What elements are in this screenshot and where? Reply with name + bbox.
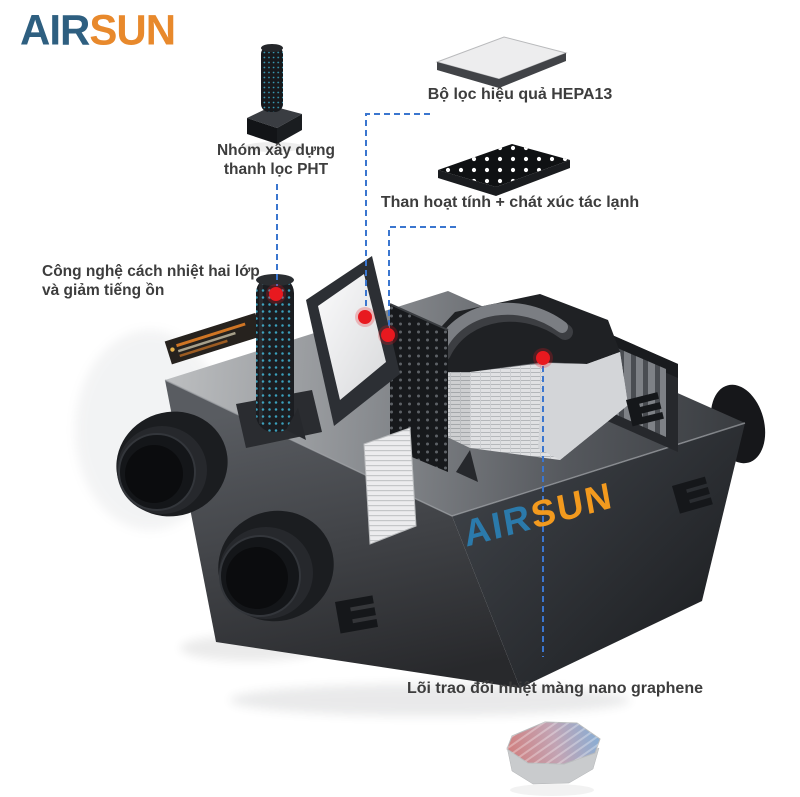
fan-housing: [415, 294, 620, 372]
callout-line-hepa: [365, 113, 430, 309]
label-activated-carbon: Than hoạt tính + chát xúc tác lạnh: [380, 194, 640, 211]
brand-logo-sun: SUN: [89, 5, 176, 54]
label-pht-line1: Nhóm xây dựng: [216, 142, 335, 159]
filter-grille-compartment: [596, 328, 678, 452]
deck-fin: [456, 450, 478, 482]
callout-lines: [276, 113, 544, 657]
mounting-brackets: [286, 392, 713, 634]
fine-filter-panel: [363, 427, 417, 545]
marker-dot-core: [533, 348, 553, 368]
heat-exchanger-block: [415, 352, 628, 460]
callout-line-carbon: [388, 226, 456, 327]
label-insulation: Công nghệ cách nhiệt hai lớp và giảm tiến…: [42, 262, 292, 301]
brand-logo-air: AIR: [20, 5, 90, 54]
label-hepa-filter: Bộ lọc hiệu quả HEPA13: [427, 86, 613, 103]
duct-spigot-lower: [218, 510, 334, 622]
label-insulation-line2: và giảm tiếng ồn: [42, 282, 165, 300]
label-heat-exchanger-core: Lõi trao đổi nhiệt màng nano graphene: [406, 680, 703, 697]
label-insulation-line1: Công nghệ cách nhiệt hai lớp: [42, 263, 260, 280]
deck-fin: [286, 408, 306, 440]
hepa-filter-panel: [306, 256, 400, 426]
label-pht-module: Nhóm xây dựng thanh lọc PHT: [186, 141, 366, 180]
brand-logo: AIRSUN: [20, 5, 176, 55]
marker-dot-carbon: [378, 325, 398, 345]
pht-tower: [256, 274, 294, 432]
heat-exchanger-core-icon: [506, 721, 601, 796]
label-pht-line2: thanh lọc PHT: [223, 161, 329, 179]
duct-spigot-upper: [116, 411, 228, 517]
marker-dot-pht: [266, 284, 286, 304]
activated-carbon-panel-icon: [438, 144, 570, 196]
unit-right-face: [452, 423, 745, 688]
nameplate-sticker: [164, 312, 263, 365]
pht-purifier-tower-icon: [244, 44, 304, 152]
marker-dot-hepa: [355, 307, 375, 327]
hepa-filter-panel-icon: [435, 36, 568, 88]
callout-markers: [266, 284, 553, 368]
